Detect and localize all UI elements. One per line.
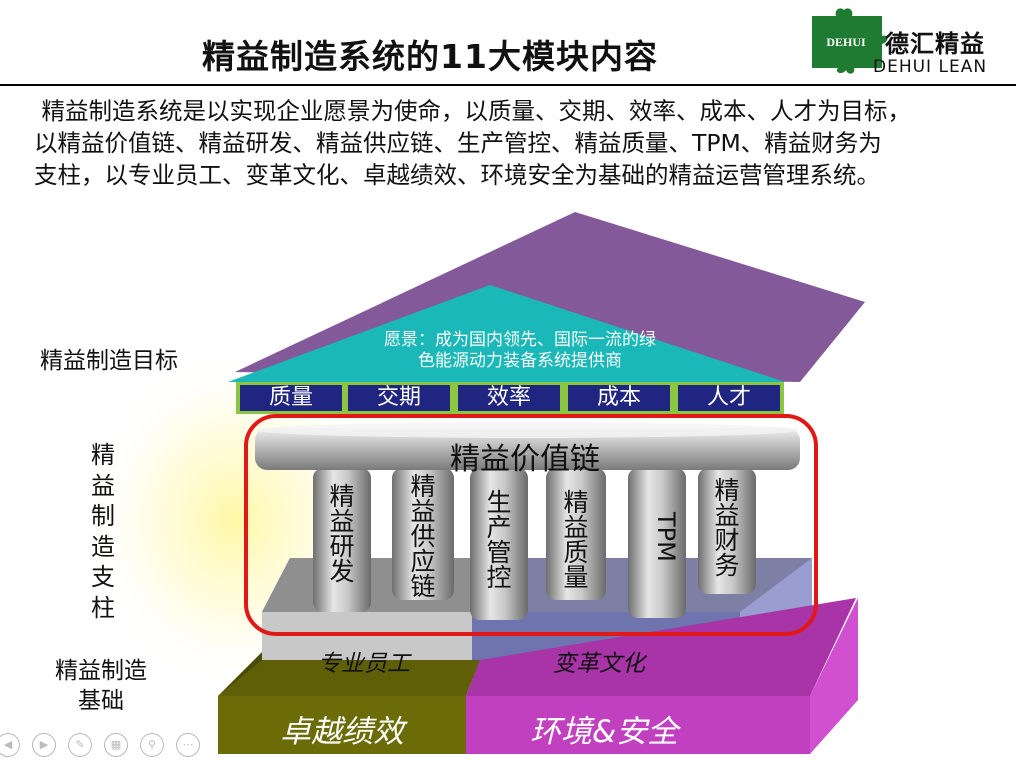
roof-cyan-front bbox=[228, 285, 785, 382]
beam-label: 精益价值链 bbox=[450, 442, 600, 477]
prev-icon[interactable]: ◀ bbox=[0, 733, 20, 757]
foundation-safety-label: 环境&安全 bbox=[530, 714, 679, 750]
pillar-finance-label: 精益财务 bbox=[714, 476, 740, 580]
pen-icon[interactable]: ✎ bbox=[68, 733, 92, 757]
foundation-safety-block bbox=[466, 696, 810, 754]
pillar-frame-outline bbox=[244, 414, 818, 636]
logo-chinese-name: 德汇精益 bbox=[885, 30, 985, 58]
more-icon[interactable]: ⋯ bbox=[176, 733, 200, 757]
foundation-excellence-label: 卓越绩效 bbox=[280, 714, 404, 750]
intro-line-2: 以精益价值链、精益研发、精益供应链、生产管控、精益质量、TPM、精益财务为 bbox=[34, 129, 882, 157]
goal-talent: 人才 bbox=[678, 385, 780, 411]
slides-icon[interactable]: ▦ bbox=[104, 733, 128, 757]
zoom-icon[interactable]: ⚲ bbox=[140, 733, 164, 757]
pillar-production-label: 生产管控 bbox=[486, 488, 512, 592]
pillar-finance bbox=[698, 468, 756, 594]
intro-paragraph: 精益制造系统是以实现企业愿景为使命，以质量、交期、效率、成本、人才为目标， 以精… bbox=[34, 95, 994, 191]
dehui-puzzle-logo: DEHUI bbox=[812, 8, 888, 74]
goal-quality: 质量 bbox=[240, 385, 342, 411]
goal-side-label: 精益制造目标 bbox=[40, 348, 178, 374]
pillar-side-label: 精 益 制 造 支 柱 bbox=[91, 441, 115, 622]
next-icon[interactable]: ▶ bbox=[32, 733, 56, 757]
pillar-supply-chain bbox=[392, 468, 454, 600]
base-side-label: 精益制造 基础 bbox=[55, 658, 147, 714]
foundation-right-side bbox=[810, 598, 858, 754]
pillar-rd-label: 精益研发 bbox=[329, 482, 355, 586]
title-divider bbox=[0, 84, 1016, 86]
foundation-lower-right-top bbox=[466, 598, 856, 696]
pillar-tpm-label: TPM bbox=[652, 512, 680, 562]
pillar-rd bbox=[313, 468, 371, 612]
goal-efficiency: 效率 bbox=[458, 385, 560, 411]
pillar-supply-chain-label: 精益供应链 bbox=[410, 472, 436, 601]
vision-statement: 愿景：成为国内领先、国际一流的绿 色能源动力装备系统提供商 bbox=[384, 330, 656, 371]
pillar-production bbox=[470, 468, 528, 620]
pillar-quality bbox=[546, 468, 606, 600]
foundation-staff-label: 专业员工 bbox=[318, 651, 410, 677]
intro-line-1: 精益制造系统是以实现企业愿景为使命，以质量、交期、效率、成本、人才为目标， bbox=[34, 97, 911, 125]
foundation-excellence-block bbox=[218, 696, 466, 754]
goal-delivery: 交期 bbox=[348, 385, 450, 411]
logo-english-name: DEHUI LEAN bbox=[873, 57, 988, 77]
foundation-lower-left-top bbox=[218, 660, 480, 696]
page-title: 精益制造系统的11大模块内容 bbox=[202, 37, 658, 76]
pillar-quality-label: 精益质量 bbox=[563, 488, 589, 592]
logo-badge: DEHUI bbox=[826, 35, 866, 49]
goal-cost: 成本 bbox=[568, 385, 670, 411]
value-chain-beam bbox=[255, 428, 800, 470]
foundation-culture-label: 变革文化 bbox=[553, 651, 645, 677]
intro-line-3: 支柱，以专业员工、变革文化、卓越绩效、环境安全为基础的精益运营管理系统。 bbox=[34, 161, 880, 189]
pillar-tpm bbox=[628, 468, 686, 618]
